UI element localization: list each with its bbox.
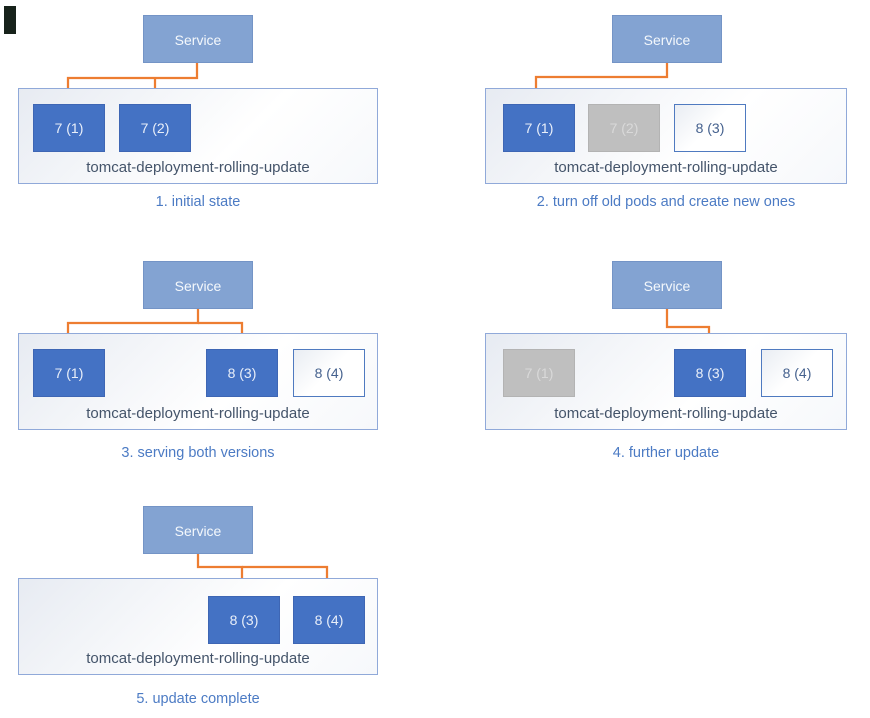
pod-8-4: 8 (4) [293, 349, 365, 397]
panel-caption-3: 3. serving both versions [121, 445, 275, 461]
deployment-container-5: 8 (3) 8 (4) tomcat-deployment-rolling-up… [18, 578, 378, 675]
pod-8-4: 8 (4) [293, 596, 365, 644]
pod-7-1: 7 (1) [503, 349, 575, 397]
pod-8-3: 8 (3) [208, 596, 280, 644]
service-box-5: Service [143, 506, 253, 554]
service-box-1: Service [143, 15, 253, 63]
pod-7-1: 7 (1) [503, 104, 575, 152]
deployment-container-1: 7 (1) 7 (2) tomcat-deployment-rolling-up… [18, 88, 378, 184]
deployment-label-2: tomcat-deployment-rolling-update [554, 159, 778, 176]
corner-artifact [4, 6, 16, 34]
pod-7-1: 7 (1) [33, 349, 105, 397]
deployment-container-2: 7 (1) 7 (2) 8 (3) tomcat-deployment-roll… [485, 88, 847, 184]
panel-caption-4: 4. further update [612, 445, 720, 461]
panel-caption-2: 2. turn off old pods and create new ones [536, 194, 796, 210]
deployment-label-5: tomcat-deployment-rolling-update [86, 650, 310, 667]
pod-7-2: 7 (2) [119, 104, 191, 152]
pod-8-3: 8 (3) [674, 104, 746, 152]
pod-8-3: 8 (3) [674, 349, 746, 397]
deployment-label-4: tomcat-deployment-rolling-update [554, 405, 778, 422]
deployment-container-4: 7 (1) 8 (3) 8 (4) tomcat-deployment-roll… [485, 333, 847, 430]
pod-8-4: 8 (4) [761, 349, 833, 397]
deployment-label-1: tomcat-deployment-rolling-update [86, 159, 310, 176]
pod-7-2: 7 (2) [588, 104, 660, 152]
panel-caption-5: 5. update complete [136, 691, 260, 707]
deployment-label-3: tomcat-deployment-rolling-update [86, 405, 310, 422]
service-box-4: Service [612, 261, 722, 309]
pod-8-3: 8 (3) [206, 349, 278, 397]
service-box-2: Service [612, 15, 722, 63]
pod-7-1: 7 (1) [33, 104, 105, 152]
deployment-container-3: 7 (1) 8 (3) 8 (4) tomcat-deployment-roll… [18, 333, 378, 430]
service-box-3: Service [143, 261, 253, 309]
panel-caption-1: 1. initial state [155, 194, 241, 210]
